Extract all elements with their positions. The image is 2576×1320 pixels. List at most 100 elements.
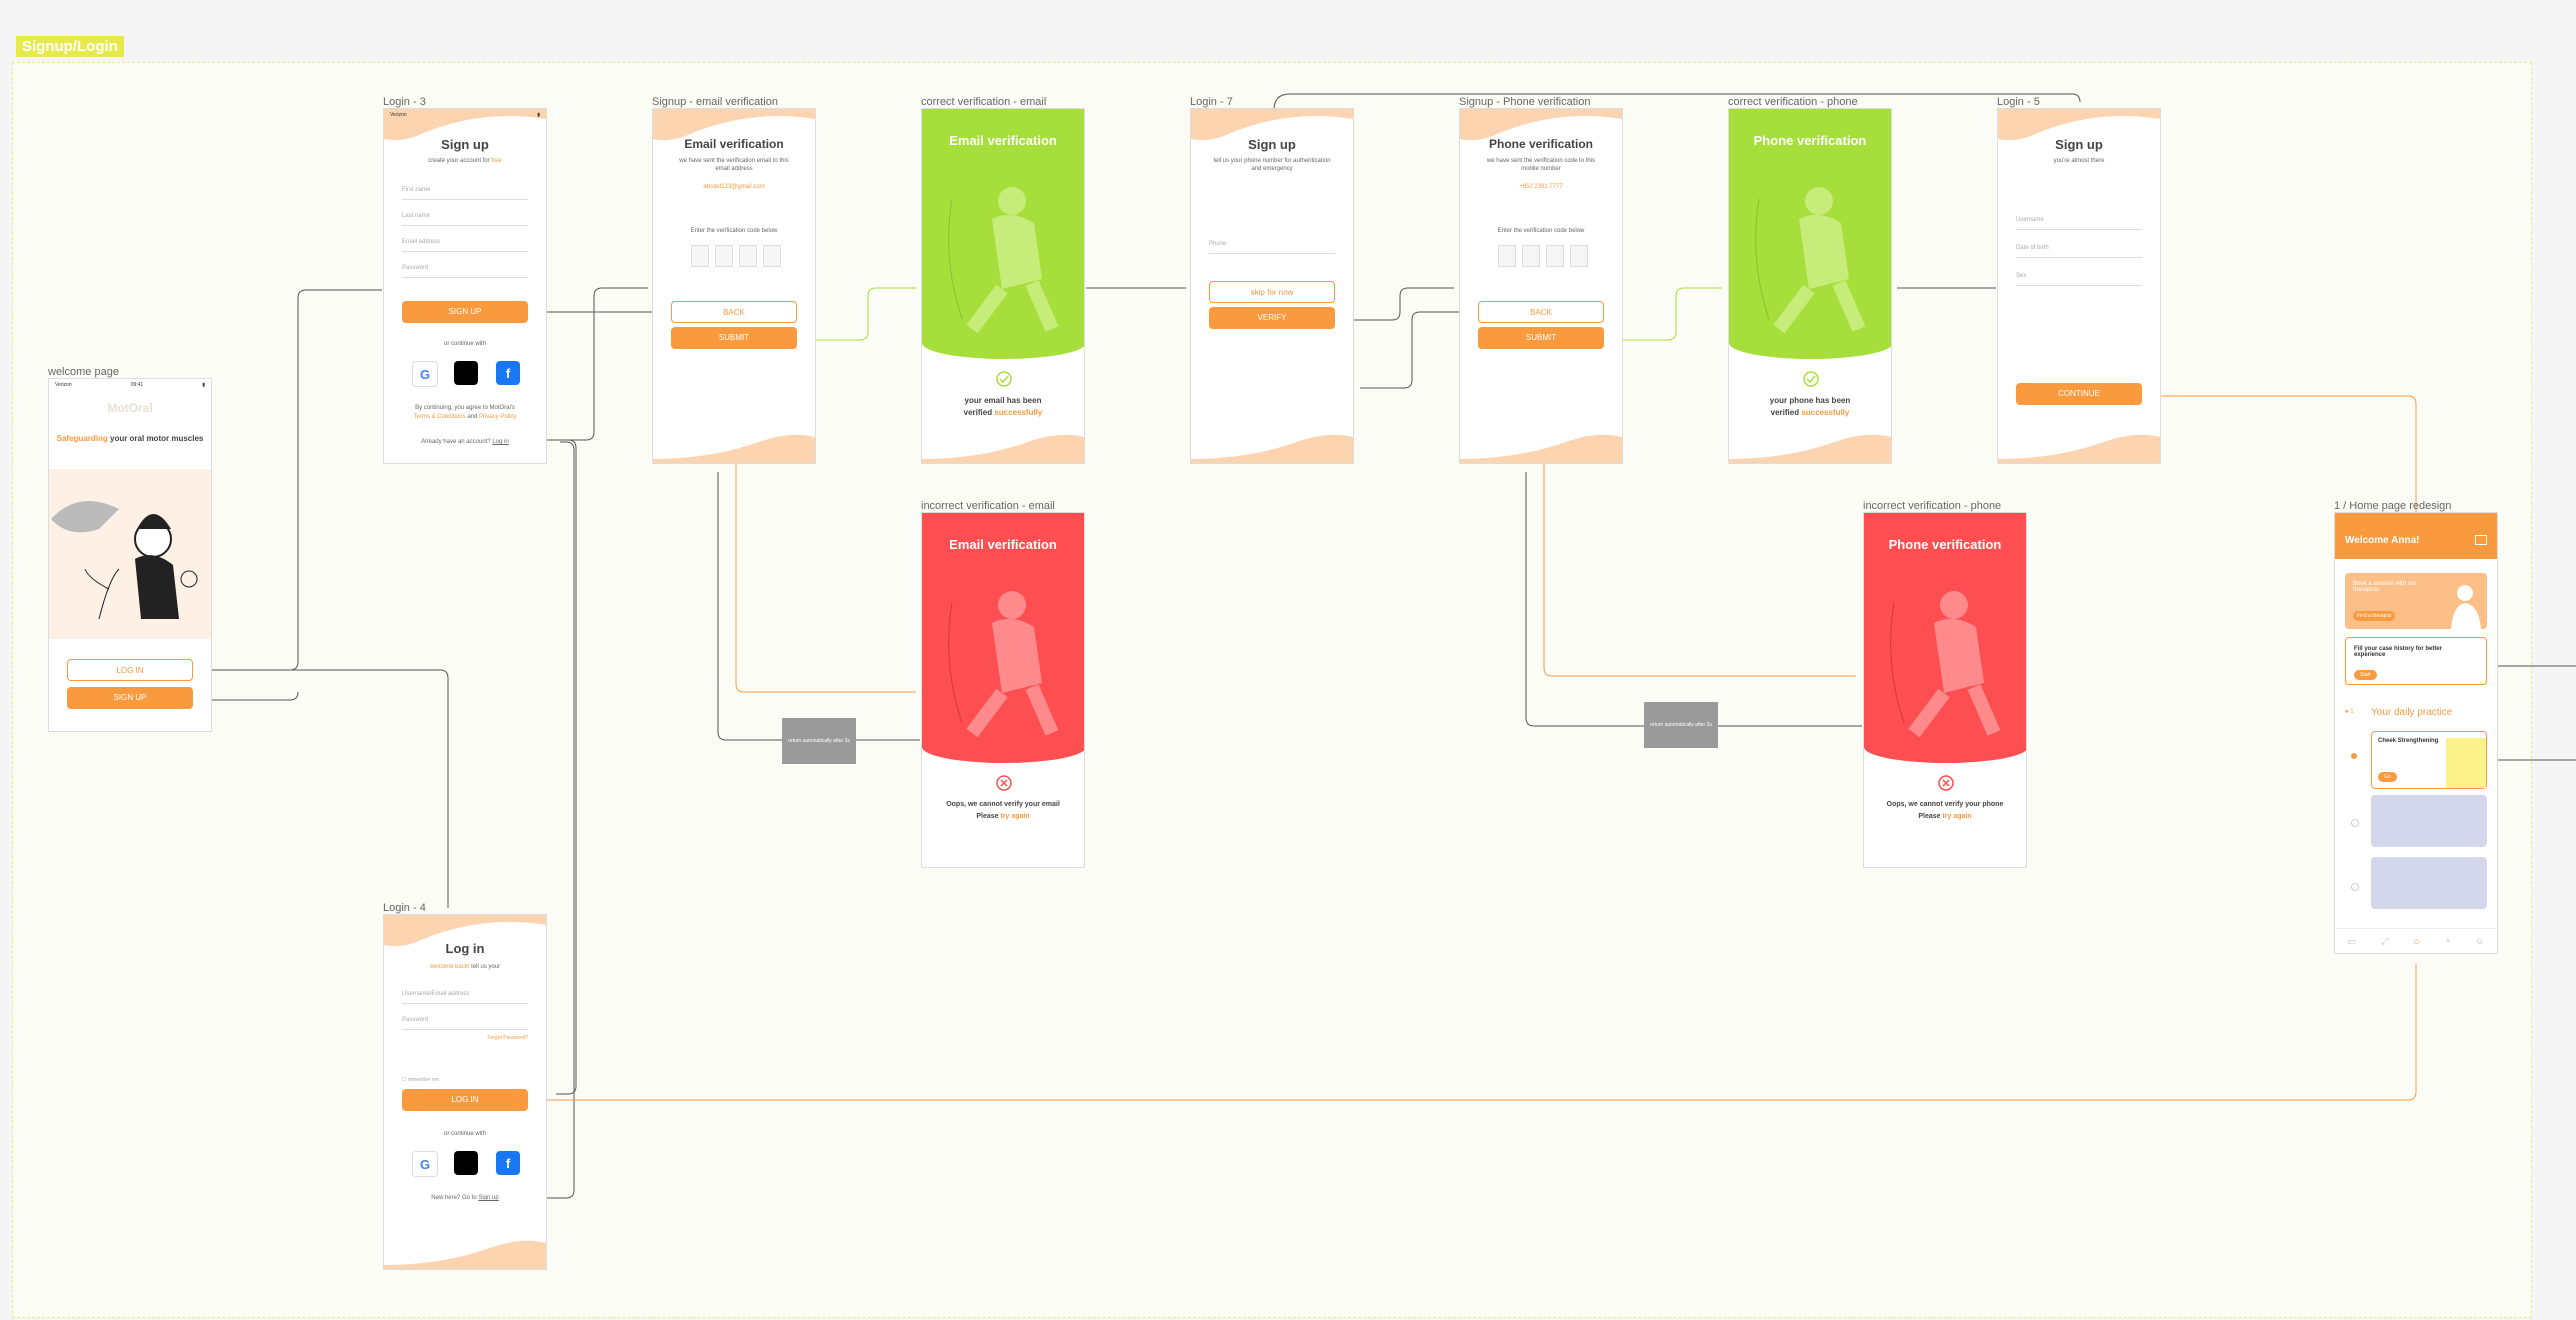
enter-code-text: Enter the verification code below: [1497, 228, 1585, 234]
nav-exercise-icon[interactable]: ⤢: [2381, 935, 2389, 946]
code-box[interactable]: [1546, 245, 1564, 267]
code-box[interactable]: [715, 245, 733, 267]
privacy-link[interactable]: Privacy Policy: [479, 414, 517, 420]
email-field[interactable]: Email address: [402, 239, 528, 252]
welcome-login-button[interactable]: LOG IN: [67, 659, 193, 681]
connector-phone-correct: [1612, 287, 1722, 341]
google-icon[interactable]: G: [412, 1151, 438, 1177]
signup-button[interactable]: SIGN UP: [402, 301, 528, 323]
page-title: Phone verification: [1488, 137, 1594, 151]
case-history-text: Fill your case history for better experi…: [2354, 646, 2443, 658]
welcome-signup-button[interactable]: SIGN UP: [67, 687, 193, 709]
facebook-icon[interactable]: f: [496, 1151, 520, 1175]
nav-record-icon[interactable]: ◔: [2444, 936, 2450, 946]
top-wave: [653, 109, 815, 141]
nav-profile-icon[interactable]: ☺: [2475, 936, 2485, 946]
username-field[interactable]: Username: [2016, 217, 2142, 230]
phone-field[interactable]: Phone: [1209, 241, 1335, 254]
code-box[interactable]: [763, 245, 781, 267]
back-button[interactable]: BACK: [671, 301, 797, 323]
facebook-icon[interactable]: f: [496, 361, 520, 385]
daily-practice-title: Your daily practice: [2371, 707, 2453, 718]
page-subtitle: welcome back! tell us your: [429, 964, 501, 970]
connector-phone-back: [1360, 311, 1475, 389]
terms-link[interactable]: Terms & Conditions: [413, 414, 466, 420]
page-title: Email verification: [684, 137, 784, 151]
timeline-dot: [2351, 819, 2359, 827]
top-wave: [1460, 109, 1622, 141]
error-msg2: Please try again: [1918, 813, 1972, 820]
connector-phone-note: [1525, 472, 1644, 727]
try-again-link[interactable]: try again: [1000, 813, 1030, 820]
or-continue-text: or continue with: [443, 341, 487, 347]
have-account: Already have an account? Log in: [421, 439, 509, 445]
password-field[interactable]: Password: [402, 1017, 528, 1030]
first-name-field[interactable]: First name: [402, 187, 528, 200]
password-field[interactable]: Password: [402, 265, 528, 278]
username-field[interactable]: Username/Email address: [402, 991, 528, 1004]
frame-label-login7: Login - 7: [1190, 96, 1233, 108]
bottom-wave: [922, 434, 1084, 463]
dob-field[interactable]: Date of birth: [2016, 245, 2142, 258]
bottom-nav: ▭ ⤢ ⌂ ◔ ☺: [2335, 928, 2497, 953]
remember-me-checkbox[interactable]: ☐ remember me: [402, 1077, 439, 1083]
status-time: 09:41: [130, 382, 144, 388]
skip-button[interactable]: skip for now: [1209, 281, 1335, 303]
connector-welcome-signup2: [188, 691, 299, 701]
frame-signup-phone: Phone verification we have sent the veri…: [1459, 108, 1623, 464]
frame-incorrect-phone: Phone verification Oops, we cannot verif…: [1863, 512, 2027, 868]
case-history-card[interactable]: Fill your case history for better experi…: [2345, 637, 2487, 685]
code-box[interactable]: [1522, 245, 1540, 267]
start-button[interactable]: Start: [2354, 670, 2377, 680]
apple-icon[interactable]: [454, 1151, 478, 1175]
battery-icon: ▮: [537, 112, 540, 118]
error-msg2: Please try again: [976, 813, 1030, 820]
welcome-title: Welcome Anna!: [2345, 535, 2420, 546]
continue-button[interactable]: CONTINUE: [2016, 383, 2142, 405]
login-button[interactable]: LOG IN: [402, 1089, 528, 1111]
therapist-card[interactable]: Book a session with our therapists Find …: [2345, 573, 2487, 629]
back-button[interactable]: BACK: [1478, 301, 1604, 323]
code-box[interactable]: [1498, 245, 1516, 267]
submit-button[interactable]: SUBMIT: [671, 327, 797, 349]
error-circle-icon: [1938, 775, 1954, 791]
login-link[interactable]: Log in: [492, 439, 509, 445]
exercise-card[interactable]: Cheek Strengthening Go: [2371, 731, 2487, 789]
frame-incorrect-email: Email verification Oops, we cannot verif…: [921, 512, 1085, 868]
signup-link[interactable]: Sign up: [478, 1195, 499, 1201]
page-title: Sign up: [2055, 137, 2103, 152]
terms-line2: Terms & Conditions and Privacy Policy: [413, 414, 517, 420]
page-subtitle: we have sent the verification code to th…: [1486, 158, 1596, 172]
frame-label-home: 1 / Home page redesign: [2334, 500, 2452, 512]
connector-login5-home: [2150, 395, 2417, 516]
exercise-card[interactable]: [2371, 795, 2487, 847]
timeline-dot: [2351, 753, 2357, 759]
exercise-illustration: [2446, 738, 2486, 788]
frame-login4: Log in welcome back! tell us your Userna…: [383, 914, 547, 1270]
timeline-dot: [2351, 883, 2359, 891]
terms-line1: By continuing, you agree to MotOral's: [415, 405, 515, 411]
code-box[interactable]: [739, 245, 757, 267]
apple-icon[interactable]: [454, 361, 478, 385]
last-name-field[interactable]: Last name: [402, 213, 528, 226]
frame-signup-email: Email verification we have sent the veri…: [652, 108, 816, 464]
nav-home-icon[interactable]: ⌂: [2413, 936, 2420, 946]
try-again-link[interactable]: try again: [1942, 813, 1972, 820]
nav-learn-icon[interactable]: ▭: [2347, 935, 2357, 946]
verify-button[interactable]: VERIFY: [1209, 307, 1335, 329]
submit-button[interactable]: SUBMIT: [1478, 327, 1604, 349]
find-therapist-button[interactable]: Find a therapist: [2353, 611, 2396, 621]
code-box[interactable]: [691, 245, 709, 267]
google-icon[interactable]: G: [412, 361, 438, 387]
sex-field[interactable]: Sex: [2016, 273, 2142, 286]
go-button[interactable]: Go: [2378, 772, 2397, 782]
error-msg1: Oops, we cannot verify your phone: [1886, 801, 2004, 808]
forgot-password-link[interactable]: Forgot Password?: [487, 1035, 528, 1041]
exercise-card[interactable]: [2371, 857, 2487, 909]
frame-label-signup-phone: Signup - Phone verification: [1459, 96, 1591, 108]
code-box[interactable]: [1570, 245, 1588, 267]
page-title: Email verification: [949, 537, 1057, 552]
page-title: Email verification: [949, 133, 1057, 148]
inbox-icon[interactable]: [2475, 535, 2487, 545]
